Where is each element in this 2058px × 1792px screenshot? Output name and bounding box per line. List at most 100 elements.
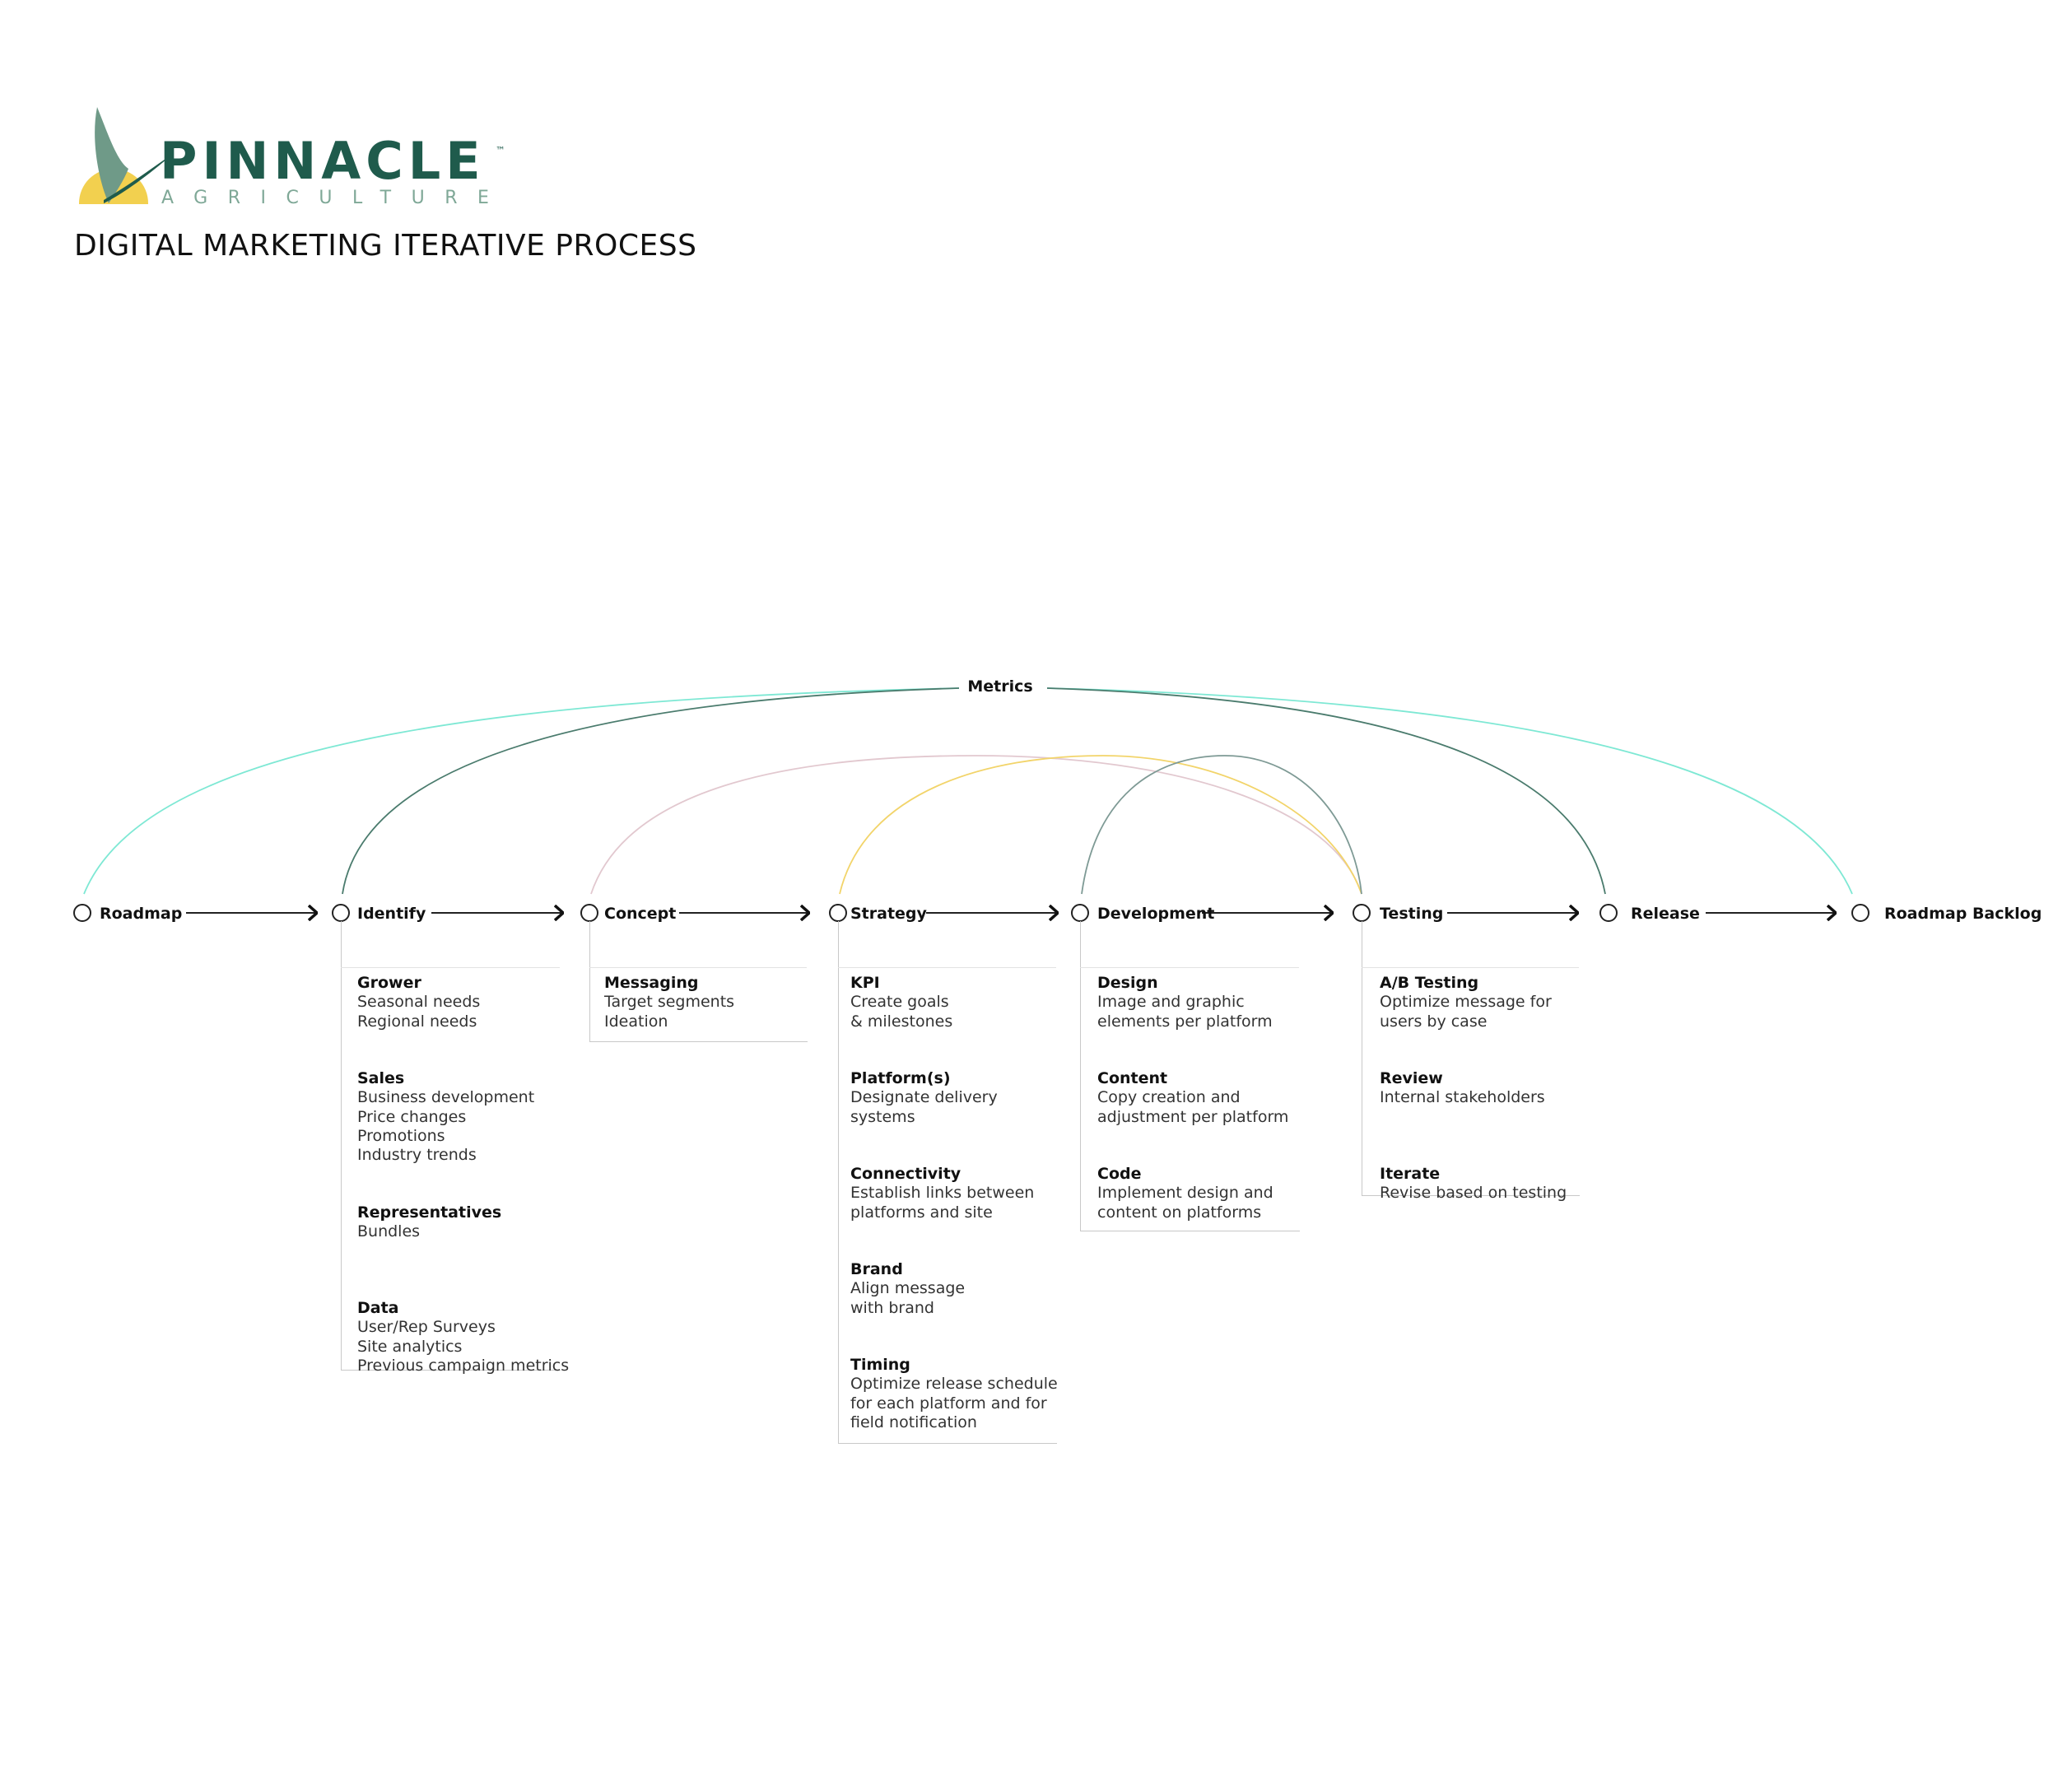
detail-item: Previous campaign metrics	[357, 1356, 570, 1375]
stage-node-release	[1599, 904, 1618, 922]
detail-group-title: Connectivity	[850, 1165, 961, 1183]
stage-label-testing: Testing	[1380, 905, 1443, 923]
metrics-label: Metrics	[967, 677, 1032, 696]
stage-label-roadmap-backlog: Roadmap Backlog	[1884, 905, 2042, 923]
detail-group-title: Code	[1097, 1165, 1142, 1183]
detail-item: Revise based on testing	[1380, 1184, 1567, 1203]
detail-item: users by case	[1380, 1012, 1488, 1031]
detail-group-title: Design	[1097, 974, 1158, 992]
detail-item: for each platform and for	[850, 1394, 1047, 1413]
detail-group-title: KPI	[850, 974, 880, 992]
brand-tm: ™	[496, 145, 505, 156]
leaf-icon	[95, 107, 128, 203]
detail-item: Site analytics	[357, 1337, 463, 1356]
detail-item: Align message	[850, 1279, 966, 1298]
stage-node-identify	[332, 904, 350, 922]
stage-node-concept	[580, 904, 598, 922]
detail-panel-concept	[589, 921, 808, 1042]
stage-node-testing	[1353, 904, 1371, 922]
detail-divider	[1362, 967, 1579, 968]
detail-item: Bundles	[357, 1222, 421, 1241]
detail-item: Industry trends	[357, 1146, 477, 1165]
detail-item: Target segments	[604, 993, 735, 1012]
stage-label-development: Development	[1097, 905, 1214, 923]
detail-item: Optimize message for	[1380, 993, 1552, 1012]
detail-item: platforms and site	[850, 1203, 993, 1222]
detail-group-title: Review	[1380, 1069, 1443, 1087]
stage-label-identify: Identify	[357, 905, 426, 923]
detail-item: Promotions	[357, 1126, 445, 1145]
metrics-arc-identify	[342, 687, 960, 895]
detail-group-title: Representatives	[357, 1203, 502, 1222]
detail-group-title: Timing	[850, 1356, 910, 1374]
detail-panel-testing	[1362, 921, 1580, 1196]
detail-item: & milestones	[850, 1012, 953, 1031]
detail-item: Copy creation and	[1097, 1088, 1241, 1107]
detail-panel-identify	[341, 921, 561, 1371]
concept-testing-arc	[590, 755, 1362, 895]
detail-item: elements per platform	[1097, 1012, 1273, 1031]
stage-nodes: Roadmap Identify Concept Strategy Developmen…	[73, 904, 2042, 923]
leaf-swoosh-icon	[104, 154, 173, 203]
detail-item: Ideation	[604, 1012, 668, 1031]
detail-item: Internal stakeholders	[1380, 1088, 1545, 1107]
detail-item: Business development	[357, 1088, 535, 1107]
stage-label-strategy: Strategy	[850, 905, 928, 923]
detail-group-title: Messaging	[604, 974, 699, 992]
page-title: DIGITAL MARKETING ITERATIVE PROCESS	[74, 229, 697, 263]
detail-divider	[838, 967, 1056, 968]
detail-item: content on platforms	[1097, 1203, 1262, 1222]
metric-arcs	[83, 687, 1853, 895]
detail-item: with brand	[850, 1298, 934, 1317]
detail-group-title: Data	[357, 1299, 399, 1317]
stage-node-roadmap	[73, 904, 91, 922]
brand-name: PINNACLE	[160, 131, 486, 191]
stage-label-release: Release	[1631, 905, 1700, 923]
stage-label-roadmap: Roadmap	[100, 905, 182, 923]
detail-item: Regional needs	[357, 1012, 477, 1031]
detail-divider	[341, 967, 560, 968]
detail-panel-strategy	[838, 921, 1057, 1444]
detail-item: field notification	[850, 1413, 977, 1431]
stage-node-roadmap-backlog	[1851, 904, 1869, 922]
detail-item: Price changes	[357, 1107, 467, 1126]
detail-item: Optimize release schedule	[850, 1375, 1058, 1394]
stage-node-strategy	[829, 904, 847, 922]
detail-item: Seasonal needs	[357, 993, 481, 1012]
detail-item: Create goals	[850, 993, 949, 1012]
detail-divider	[1080, 967, 1299, 968]
detail-group-title: Platform(s)	[850, 1069, 951, 1087]
pinnacle-logo: PINNACLE ™ AGRICULTURE	[79, 107, 505, 208]
detail-item: User/Rep Surveys	[357, 1318, 496, 1337]
detail-item: systems	[850, 1107, 915, 1126]
detail-panel-development	[1080, 921, 1300, 1231]
development-testing-arc	[1081, 755, 1362, 895]
metrics-arc-release	[1046, 687, 1606, 895]
stage-node-development	[1071, 904, 1089, 922]
metrics-arc-backlog	[1046, 687, 1853, 895]
detail-group-title: Grower	[357, 974, 421, 992]
detail-item: Designate delivery	[850, 1088, 998, 1107]
detail-item: adjustment per platform	[1097, 1107, 1289, 1126]
stage-label-concept: Concept	[604, 905, 676, 923]
detail-item: Image and graphic	[1097, 993, 1245, 1012]
detail-group-title: Brand	[850, 1260, 903, 1278]
detail-divider	[589, 967, 807, 968]
